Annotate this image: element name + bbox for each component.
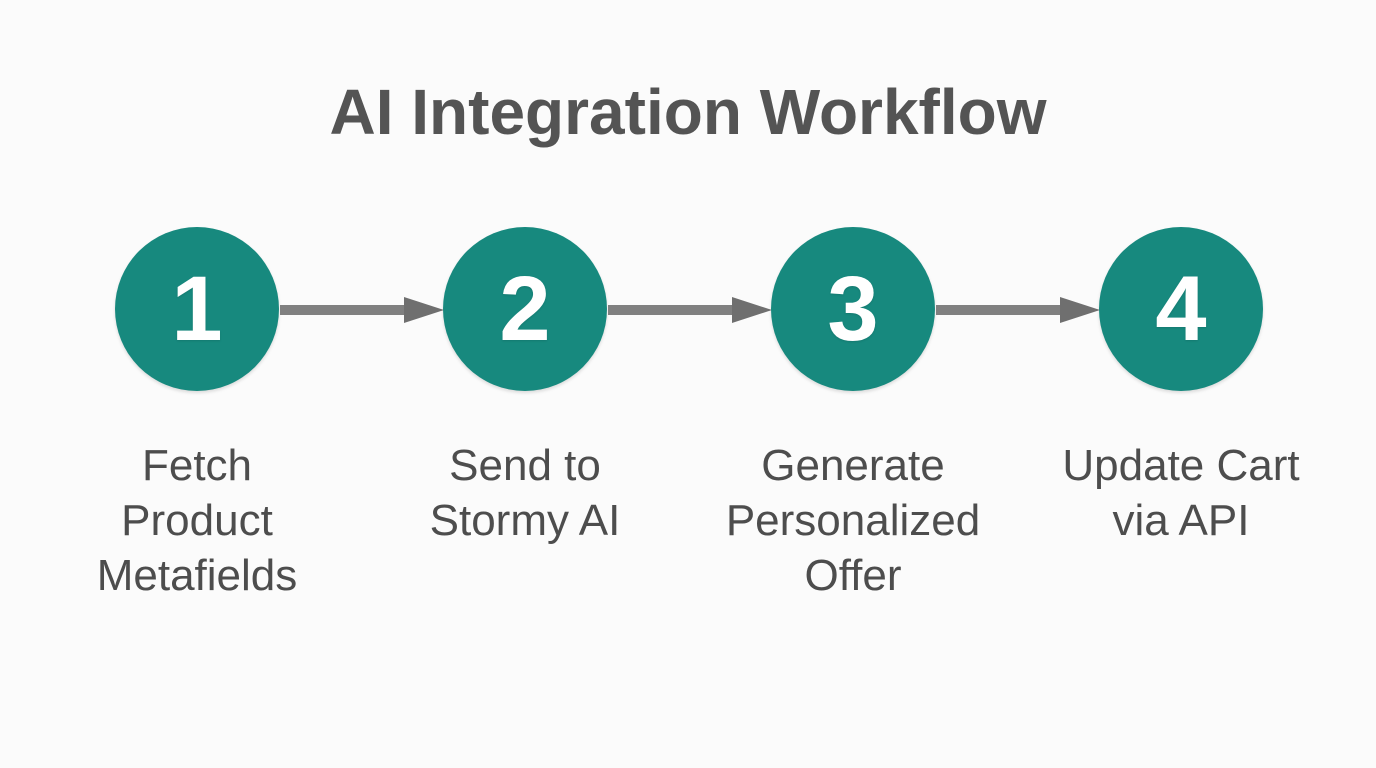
step-number-4: 4: [1155, 258, 1207, 360]
step-circle-1: [115, 227, 279, 391]
step-number-2: 2: [499, 258, 551, 360]
flow-step-4[interactable]: 4: [1099, 227, 1263, 391]
step-label-4-line-2: via API: [1112, 496, 1250, 545]
step-label-2-line-1: Send to: [449, 441, 601, 490]
connector-arrow-2-3: [608, 297, 772, 323]
step-label-1: Fetch Product Metafields: [27, 438, 367, 603]
connector-arrow-1-2: [280, 297, 444, 323]
step-label-3-line-2: Personalized: [725, 496, 981, 545]
step-circle-4: [1099, 227, 1263, 391]
flow-step-3[interactable]: 3: [771, 227, 935, 391]
step-label-4: Update Cart via API: [1011, 438, 1351, 548]
step-label-2-line-2: Stormy AI: [429, 496, 621, 545]
step-label-4-line-1: Update Cart: [1062, 441, 1300, 490]
step-label-3: Generate Personalized Offer: [683, 438, 1023, 603]
process-flow-labels: Fetch Product Metafields Send to Stormy …: [0, 438, 1376, 638]
step-label-2: Send to Stormy AI: [355, 438, 695, 548]
page-title: AI Integration Workflow: [329, 76, 1047, 148]
step-label-1-line-2: Product: [121, 496, 273, 545]
step-label-1-line-1: Fetch: [141, 441, 253, 490]
step-number-3: 3: [827, 258, 879, 360]
flow-step-1[interactable]: 1: [115, 227, 279, 391]
process-flow-row: 1 2 3: [0, 227, 1376, 392]
step-circle-3: [771, 227, 935, 391]
flow-step-2[interactable]: 2: [443, 227, 607, 391]
step-label-3-line-1: Generate: [761, 441, 945, 490]
step-label-1-line-3: Metafields: [96, 551, 298, 600]
connector-arrow-3-4: [936, 297, 1100, 323]
step-label-3-line-3: Offer: [804, 551, 902, 600]
step-circle-2: [443, 227, 607, 391]
step-number-1: 1: [171, 258, 223, 360]
